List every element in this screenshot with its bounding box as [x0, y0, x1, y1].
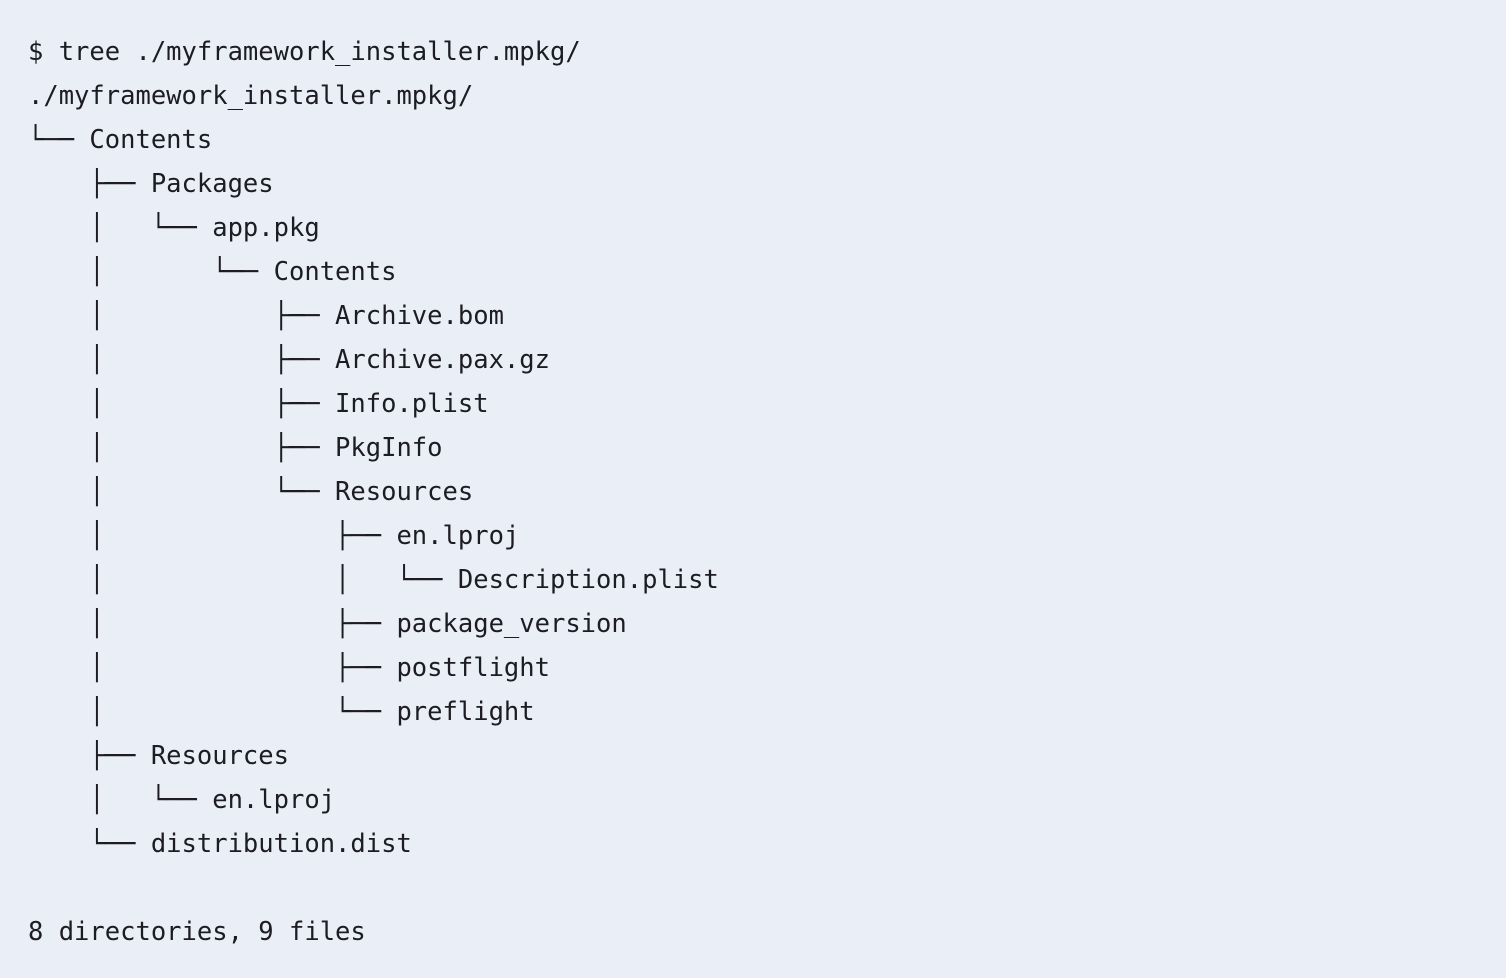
tree-line: │ ├── package_version [28, 609, 627, 639]
tree-root-line: ./myframework_installer.mpkg/ [28, 81, 474, 111]
tree-line: │ └── preflight [28, 697, 535, 727]
tree-line: │ ├── Info.plist [28, 389, 489, 419]
tree-line: │ └── Resources [28, 477, 474, 507]
tree-line: ├── Packages [28, 169, 274, 199]
tree-line: │ ├── Archive.pax.gz [28, 345, 550, 375]
tree-line: │ │ └── Description.plist [28, 565, 719, 595]
tree-line: │ ├── Archive.bom [28, 301, 504, 331]
tree-summary-line: 8 directories, 9 files [28, 917, 366, 947]
tree-line: └── Contents [28, 125, 213, 155]
tree-line: │ └── Contents [28, 257, 397, 287]
tree-line: ├── Resources [28, 741, 289, 771]
tree-line: │ └── app.pkg [28, 213, 320, 243]
tree-line: │ └── en.lproj [28, 785, 336, 815]
tree-line: └── distribution.dist [28, 829, 412, 859]
blank-line [28, 866, 1506, 910]
tree-line: │ ├── PkgInfo [28, 433, 443, 463]
tree-line: │ ├── en.lproj [28, 521, 520, 551]
tree-line: │ ├── postflight [28, 653, 550, 683]
shell-prompt-line: $ tree ./myframework_installer.mpkg/ [28, 37, 581, 67]
